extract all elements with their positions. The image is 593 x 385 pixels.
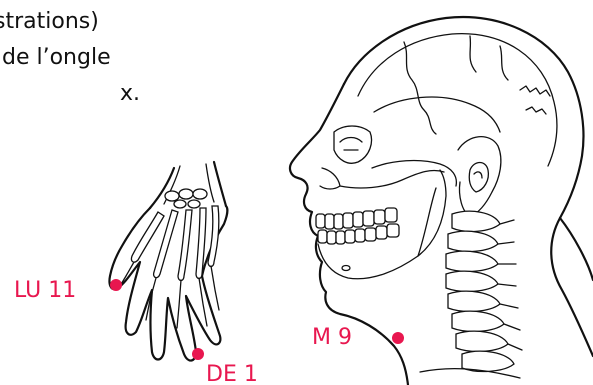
acupoint-label-de1: DE 1 bbox=[206, 362, 258, 385]
acupoint-de1: DE 1 bbox=[192, 348, 258, 385]
eye-detail bbox=[340, 138, 362, 151]
ear-inner bbox=[469, 163, 488, 193]
mental-foramen bbox=[342, 266, 350, 271]
mandible-ramus bbox=[418, 188, 436, 256]
wrist-outline-left bbox=[150, 168, 174, 208]
wrist-outline-right bbox=[214, 162, 226, 206]
temporal-line bbox=[374, 97, 500, 132]
acupoint-label-lu11: LU 11 bbox=[14, 278, 76, 303]
eye-orbit bbox=[334, 126, 372, 163]
hand-illustration bbox=[109, 162, 227, 361]
maxilla bbox=[340, 170, 444, 188]
acupoint-label-m9: M 9 bbox=[312, 325, 352, 350]
cervical-spine bbox=[446, 211, 522, 371]
acupoint-lu11: LU 11 bbox=[14, 278, 122, 303]
zygomatic-arch bbox=[372, 161, 456, 186]
hairline-texture bbox=[520, 86, 550, 114]
acupoint-marker-m9 bbox=[392, 332, 404, 344]
acupoint-marker-lu11 bbox=[110, 279, 122, 291]
ear-outline bbox=[458, 137, 501, 216]
nasal-bone bbox=[320, 168, 340, 189]
acupoint-marker-de1 bbox=[192, 348, 204, 360]
acupoint-m9: M 9 bbox=[312, 325, 404, 350]
neck-back bbox=[551, 218, 593, 356]
